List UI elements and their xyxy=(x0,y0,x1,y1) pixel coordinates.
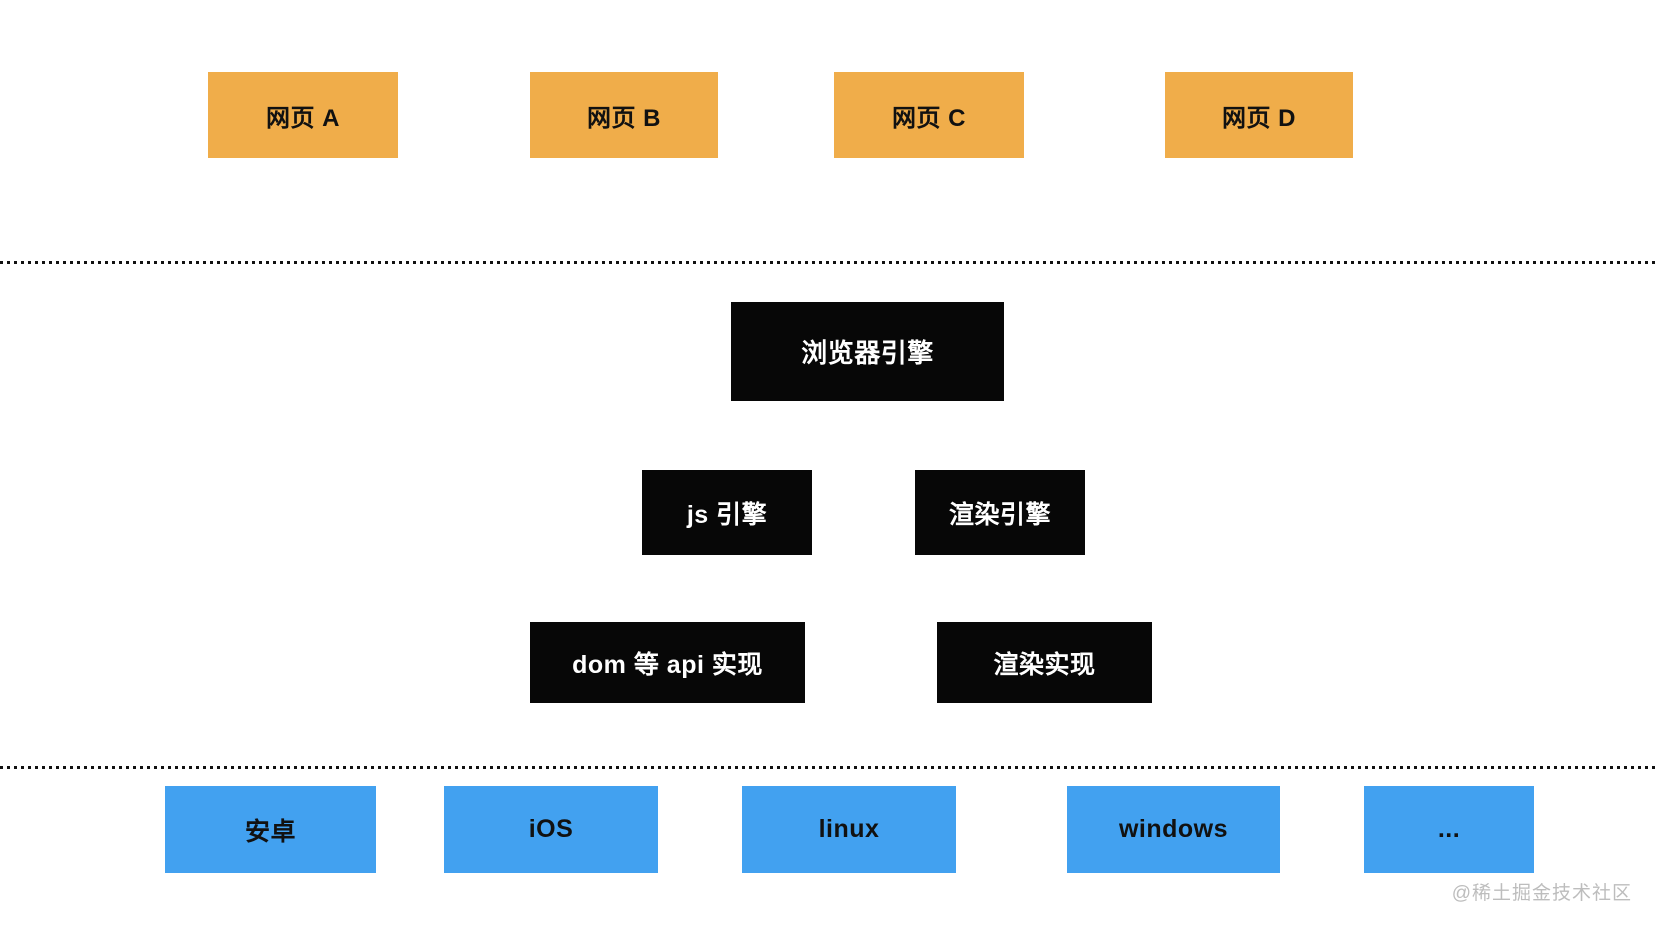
platform-box-linux: linux xyxy=(742,786,956,873)
render-engine-box: 渲染引擎 xyxy=(915,470,1085,555)
render-implementation-box: 渲染实现 xyxy=(937,622,1152,703)
platform-box-windows: windows xyxy=(1067,786,1280,873)
platform-box-android: 安卓 xyxy=(165,786,376,873)
browser-engine-box: 浏览器引擎 xyxy=(731,302,1004,401)
web-page-box-a: 网页 A xyxy=(208,72,398,158)
platform-box-more: ... xyxy=(1364,786,1534,873)
web-page-box-d: 网页 D xyxy=(1165,72,1353,158)
web-page-box-c: 网页 C xyxy=(834,72,1024,158)
web-page-box-b: 网页 B xyxy=(530,72,718,158)
dom-api-implementation-box: dom 等 api 实现 xyxy=(530,622,805,703)
watermark: @稀土掘金技术社区 xyxy=(1451,883,1632,904)
separator-line-top xyxy=(0,261,1656,264)
separator-line-bottom xyxy=(0,766,1656,769)
platform-box-ios: iOS xyxy=(444,786,658,873)
js-engine-box: js 引擎 xyxy=(642,470,812,555)
